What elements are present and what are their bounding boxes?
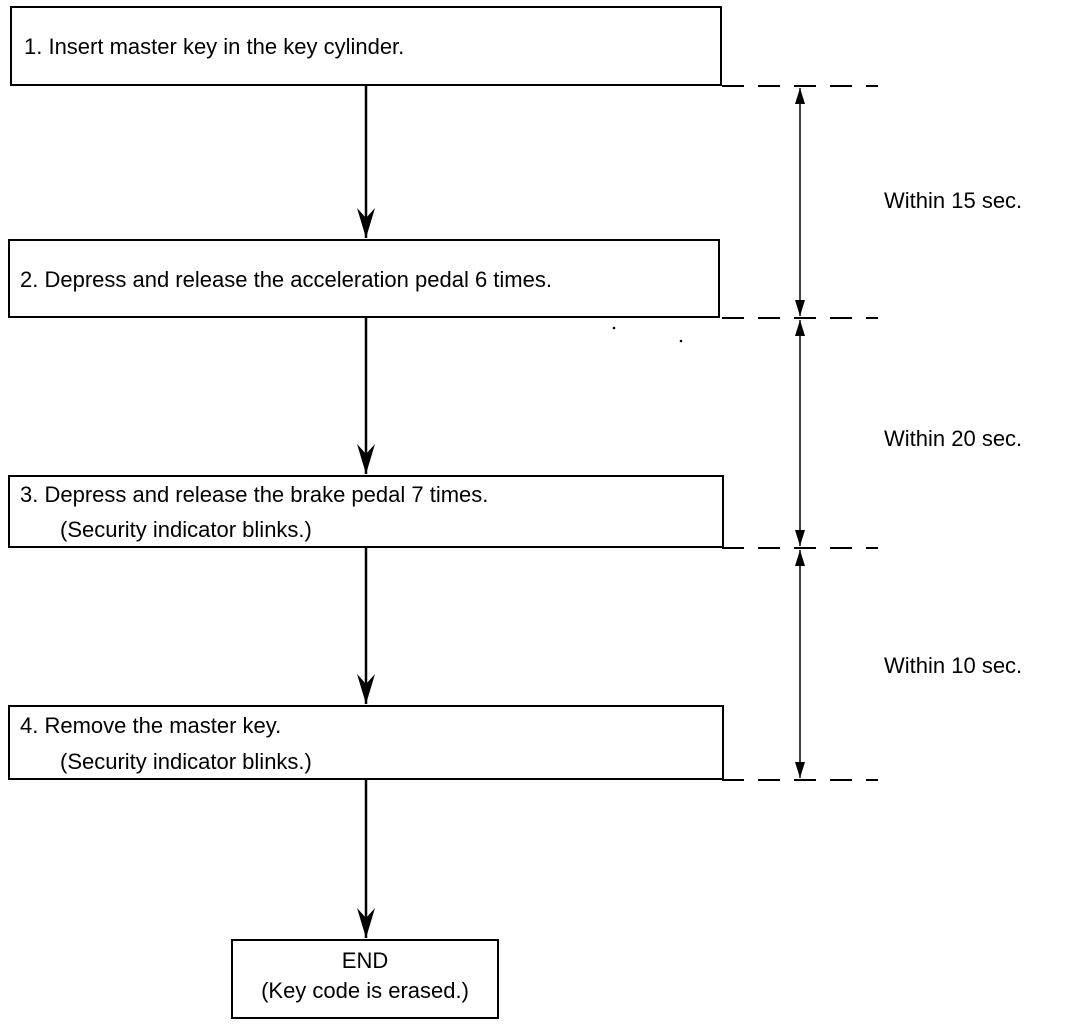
step-4-note: (Security indicator blinks.) [60, 749, 312, 774]
timing-label-3: Within 10 sec. [884, 653, 1023, 678]
step-1-box: 1. Insert master key in the key cylinder… [10, 6, 722, 86]
speck-mark [679, 339, 683, 343]
arrowhead-down-icon [795, 762, 805, 778]
arrowhead-down-icon [795, 300, 805, 316]
step-2-box: 2. Depress and release the acceleration … [8, 239, 720, 318]
arrowhead-up-icon [795, 88, 805, 104]
step-3-note: (Security indicator blinks.) [60, 517, 312, 542]
step-3-text: 3. Depress and release the brake pedal 7… [20, 482, 489, 507]
arrowhead-icon [357, 674, 375, 704]
timing-label-1: Within 15 sec. [884, 188, 1023, 213]
speck-mark [612, 326, 616, 330]
step-1-text: 1. Insert master key in the key cylinder… [24, 34, 405, 59]
arrowhead-down-icon [795, 530, 805, 546]
arrowhead-icon [357, 444, 375, 474]
arrowhead-up-icon [795, 320, 805, 336]
step-3-box: 3. Depress and release the brake pedal 7… [8, 475, 724, 548]
step-4-text: 4. Remove the master key. [20, 713, 282, 738]
arrowhead-up-icon [795, 550, 805, 566]
end-box: END (Key code is erased.) [231, 939, 499, 1019]
arrowhead-icon [357, 208, 375, 238]
arrowhead-icon [357, 908, 375, 938]
step-4-box: 4. Remove the master key. (Security indi… [8, 705, 724, 780]
end-title: END [341, 948, 389, 973]
timing-label-2: Within 20 sec. [884, 426, 1023, 451]
step-2-text: 2. Depress and release the acceleration … [20, 267, 552, 292]
end-subtitle: (Key code is erased.) [261, 978, 469, 1003]
